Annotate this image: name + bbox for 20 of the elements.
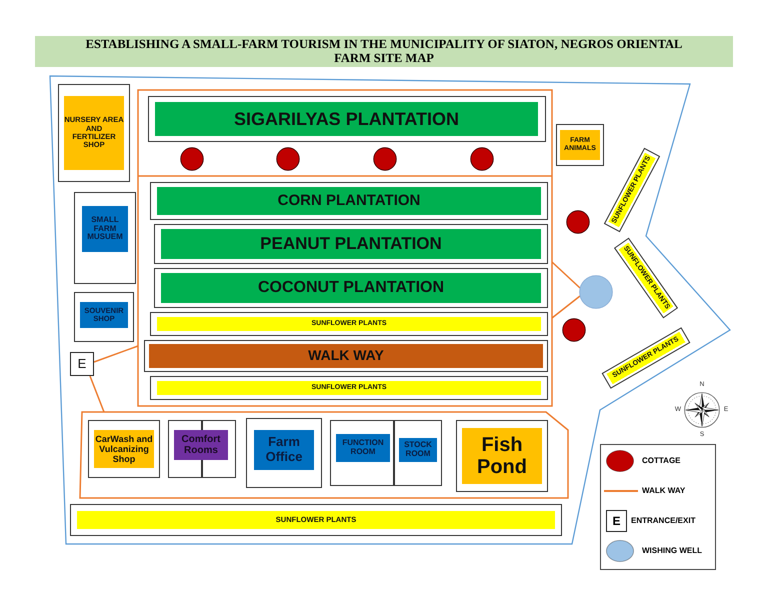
entrance-symbol: E xyxy=(606,510,627,532)
legend-text: WISHING WELL xyxy=(642,546,702,556)
plantation-bed: COCONUT PLANTATION xyxy=(161,273,541,303)
museum-block: SMALL FARM MUSUEM xyxy=(82,206,128,252)
room-block: STOCK ROOM xyxy=(399,438,437,462)
plantation-bed: CORN PLANTATION xyxy=(157,187,541,215)
legend-text: WALK WAY xyxy=(642,486,686,496)
restroom-block: Comfort Rooms xyxy=(174,430,228,460)
office-block: Farm Office xyxy=(254,430,314,470)
title-text: ESTABLISHING A SMALL-FARM TOURISM IN THE MUNICIPALITY OF SIATON, NEGROS ORIENTAL xyxy=(86,37,682,51)
fish-pond: Fish Pond xyxy=(462,428,542,484)
plantation-bed: SIGARILYAS PLANTATION xyxy=(155,102,538,136)
plantation-bed: PEANUT PLANTATION xyxy=(161,229,541,259)
room-block: FUNCTION ROOM xyxy=(336,434,390,462)
walkway-strip: WALK WAY xyxy=(149,344,543,368)
legend-text: ENTRANCE/EXIT xyxy=(631,516,696,526)
legend-text: COTTAGE xyxy=(642,456,681,466)
entrance-marker: E xyxy=(70,352,94,376)
subtitle-text: FARM SITE MAP xyxy=(334,51,434,65)
shop-block: CarWash and Vulcanizing Shop xyxy=(94,430,154,468)
